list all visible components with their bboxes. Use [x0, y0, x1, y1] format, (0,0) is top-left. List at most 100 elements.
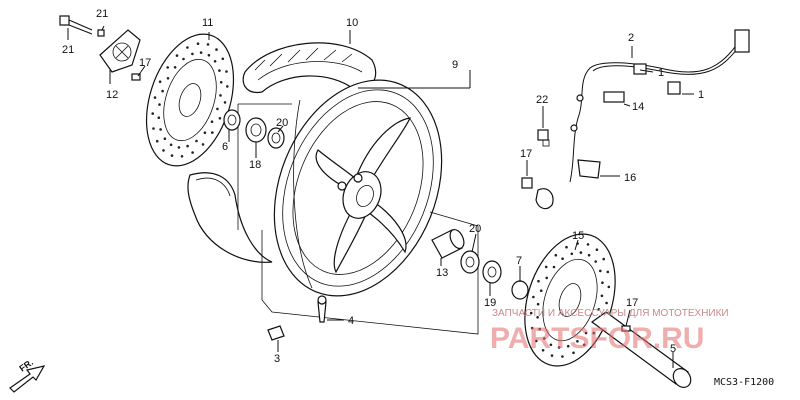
axle-5	[590, 311, 692, 388]
disc-perforation	[586, 243, 590, 246]
bolt-22	[537, 129, 550, 147]
disc-perforation	[535, 339, 538, 343]
brake-disc-left	[145, 33, 235, 167]
disc-perforation	[218, 117, 222, 120]
disc-perforation	[163, 137, 167, 140]
disc-perforation	[161, 89, 164, 93]
disc-perforation	[186, 46, 189, 49]
disc-perforation	[582, 343, 586, 347]
valve-cap-3	[267, 325, 285, 341]
brake-disc-right	[524, 233, 616, 367]
callout-8: 12	[106, 89, 118, 101]
assembly-outline	[237, 103, 479, 335]
disc-perforation	[218, 69, 221, 72]
disc-perforation	[584, 331, 588, 335]
callout-14: 16	[624, 172, 636, 184]
disc-perforation	[597, 308, 601, 311]
disc-perforation	[191, 52, 194, 56]
disc-perforation	[215, 48, 218, 51]
pulser-ring	[99, 29, 141, 73]
disc-perforation	[545, 276, 548, 280]
disc-perforation	[572, 351, 575, 355]
sensor-connector	[734, 29, 750, 53]
disc-perforation	[587, 253, 591, 257]
callout-3: 3	[274, 353, 280, 365]
disc-perforation	[532, 295, 535, 299]
disc-perforation	[170, 154, 174, 157]
bolt-19	[59, 15, 93, 35]
disc-perforation	[601, 281, 604, 285]
disc-perforation	[554, 253, 558, 257]
disc-perforation	[155, 139, 159, 143]
disc-perforation	[594, 260, 597, 263]
washer-18	[97, 29, 105, 37]
disc-perforation	[536, 302, 540, 306]
callout-labels: 21 11 10 9 21 17 12 6 20 18 20 13 7 19 4…	[62, 8, 704, 365]
disc-perforation	[579, 251, 583, 254]
diagram-code: MCS3-F1200	[714, 377, 774, 388]
bearing-21-left	[245, 117, 267, 143]
disc-perforation	[223, 101, 227, 104]
disc-perforation	[159, 128, 162, 131]
disc-perforation	[541, 349, 545, 352]
speed-sensor-harness	[569, 29, 750, 183]
callout-2: 2	[628, 32, 634, 44]
clamp-1b	[667, 81, 681, 95]
disc-perforation	[549, 343, 553, 347]
disc-perforation	[561, 355, 564, 358]
disc-perforation	[576, 340, 579, 343]
front-direction-indicator: FR.	[9, 357, 46, 393]
callout-21-left: 18	[249, 159, 261, 171]
callout-1b: 1	[698, 89, 704, 101]
callout-15: 15	[572, 230, 584, 242]
disc-perforation	[226, 85, 229, 88]
speed-sensor-body	[535, 188, 554, 210]
callout-20-right: 20	[469, 223, 481, 235]
watermark: ЗАПЧАСТИ И АКСЕССУАРЫ ДЛЯ МОТОТЕХНИКИ PA…	[490, 308, 729, 355]
callout-10: 9	[452, 59, 458, 71]
disc-perforation	[201, 143, 205, 146]
disc-perforation	[169, 143, 173, 147]
disc-perforation	[196, 42, 200, 45]
disc-perforation	[529, 311, 533, 315]
watermark-site: PARTSFOR.RU	[490, 322, 704, 355]
disc-perforation	[606, 270, 610, 274]
disc-perforation	[210, 120, 214, 123]
disc-perforation	[570, 252, 574, 256]
seal-20-right	[460, 250, 480, 274]
disc-perforation	[158, 80, 162, 83]
callout-17-left: 17	[139, 57, 151, 69]
callout-1a: 1	[658, 67, 664, 79]
disc-perforation	[151, 112, 154, 115]
disc-perforation	[177, 146, 181, 149]
distance-collar-9	[431, 228, 465, 259]
watermark-subtitle: ЗАПЧАСТИ И АКСЕССУАРЫ ДЛЯ МОТОТЕХНИКИ	[492, 308, 729, 319]
disc-perforation	[544, 265, 548, 269]
callout-12: 11	[202, 17, 213, 29]
disc-perforation	[550, 354, 554, 357]
clamp-13	[603, 91, 625, 103]
disc-perforation	[213, 60, 217, 63]
callout-20-left: 20	[276, 117, 288, 129]
bearing-21-right	[482, 260, 502, 284]
disc-perforation	[595, 248, 599, 251]
tire-section-piece	[187, 172, 273, 263]
callout-4: 4	[348, 315, 354, 327]
disc-perforation	[219, 81, 223, 84]
clamp-1a	[633, 63, 647, 75]
disc-perforation	[157, 116, 161, 119]
disc-perforation	[180, 155, 184, 158]
disc-perforation	[166, 77, 170, 80]
callout-13: 14	[632, 101, 644, 113]
collar-7	[511, 280, 529, 300]
disc-perforation	[530, 326, 534, 330]
disc-perforation	[219, 94, 222, 97]
disc-perforation	[199, 51, 203, 54]
disc-perforation	[225, 70, 228, 73]
disc-perforation	[599, 269, 602, 273]
callout-11: 10	[346, 17, 358, 29]
disc-perforation	[561, 257, 564, 261]
disc-perforation	[186, 144, 189, 148]
